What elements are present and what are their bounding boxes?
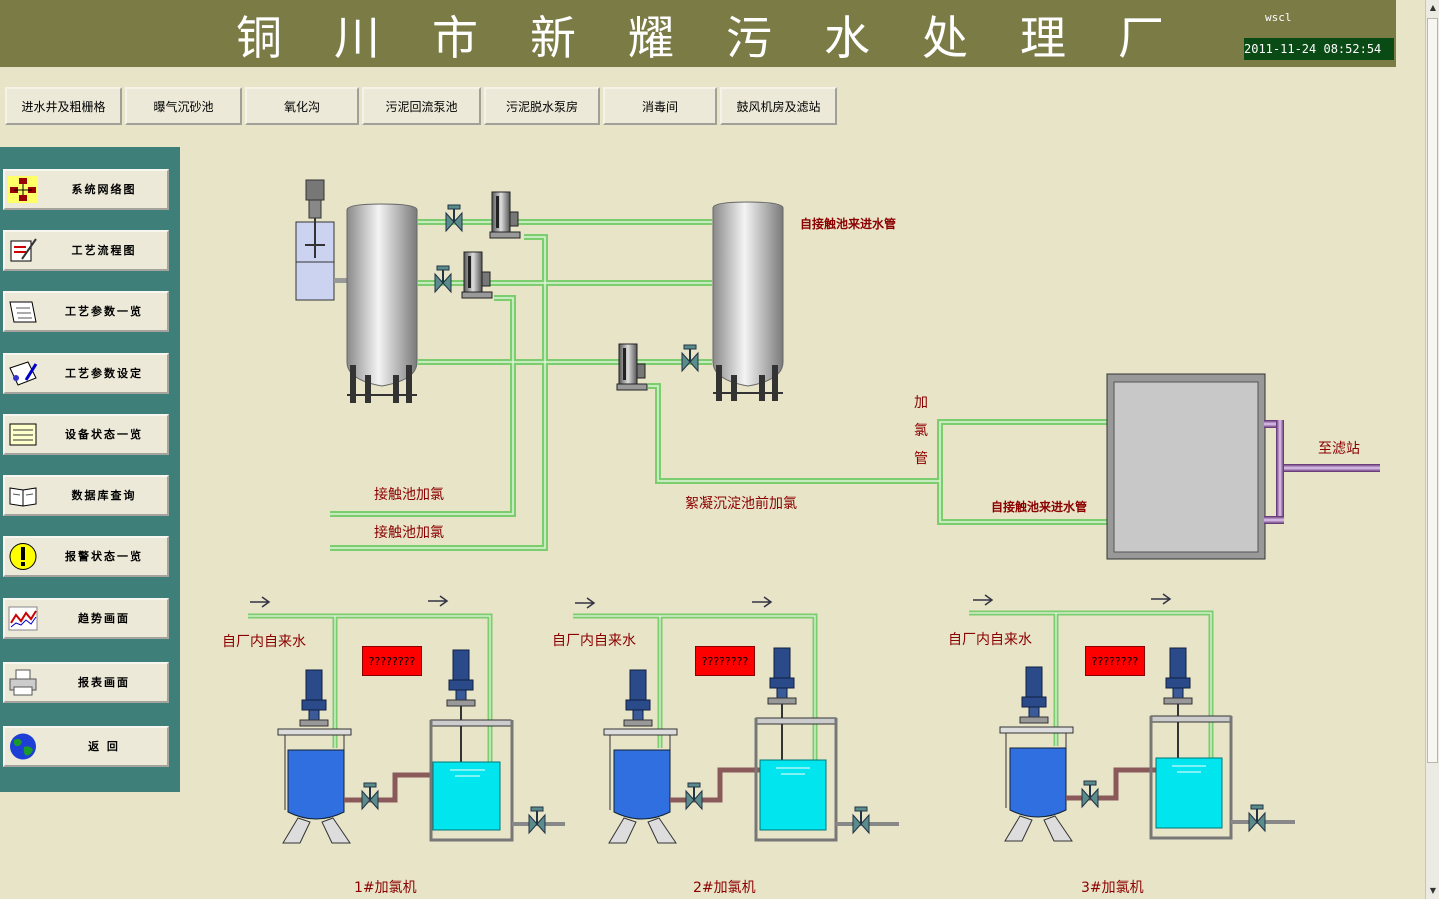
scroll-down-icon[interactable]: ▼: [1429, 886, 1437, 895]
inlet-pipe-label-2: 自接触池来进水管: [991, 500, 1088, 514]
nav-aerated-grit[interactable]: 曝气沉砂池: [125, 87, 242, 125]
alarm-indicator-3[interactable]: ????????: [1085, 646, 1145, 676]
scroll-up-icon[interactable]: ▲: [1429, 3, 1437, 12]
network-icon: [8, 176, 38, 203]
plant-title: 铜川市新耀污水处理厂: [236, 11, 1216, 65]
globe-icon: [10, 733, 36, 760]
flow-arrows: [250, 593, 1172, 609]
database-book-icon: [9, 487, 37, 507]
sidebar-item-database[interactable]: 数据库查询: [3, 475, 169, 516]
vertical-scrollbar[interactable]: ▲ ▼: [1425, 0, 1439, 899]
chlorinator-name-1: 1#加氯机: [354, 880, 417, 896]
water-source-label-1: 自厂内自来水: [222, 634, 306, 650]
nav-oxidation-ditch[interactable]: 氧化沟: [245, 87, 359, 125]
sidebar-item-label: 报警状态一览: [65, 550, 143, 563]
water-source-label-3: 自厂内自来水: [948, 632, 1032, 648]
sidebar-item-label: 工艺参数一览: [65, 305, 143, 318]
sidebar-item-label: 工艺参数设定: [65, 367, 143, 380]
chlorination-pipe-char-1: 加: [914, 395, 928, 411]
nav-disinfection[interactable]: 消毒间: [603, 87, 717, 125]
chlorination-pipe-char-2: 氯: [914, 423, 928, 439]
sidebar-item-label: 设备状态一览: [65, 428, 143, 441]
sidebar-item-label: 系统网络图: [71, 183, 137, 196]
sidebar-item-flowchart[interactable]: 工艺流程图: [3, 230, 169, 271]
user-name: wscl: [1265, 11, 1292, 24]
alarm-exclamation-icon: [9, 543, 37, 570]
trend-chart-icon: [8, 606, 38, 631]
device-status-icon: [9, 423, 37, 446]
alarm-indicator-2[interactable]: ????????: [695, 646, 755, 676]
to-filter-station-label: 至滤站: [1318, 441, 1360, 457]
chlorinator-name-2: 2#加氯机: [693, 880, 756, 896]
alarm-indicator-1[interactable]: ????????: [362, 646, 422, 676]
inlet-pipe-label: 自接触池来进水管: [800, 217, 897, 231]
sidebar-item-label: 工艺流程图: [71, 244, 137, 257]
sidebar-item-network[interactable]: 系统网络图: [3, 169, 169, 210]
scroll-thumb[interactable]: [1427, 18, 1438, 763]
param-set-icon: [9, 361, 38, 386]
sidebar-item-label: 趋势画面: [78, 612, 130, 625]
storage-tank-1: [346, 203, 418, 403]
sidebar-item-param-set[interactable]: 工艺参数设定: [3, 353, 169, 394]
dosing-mixer: [295, 179, 348, 301]
water-source-label-2: 自厂内自来水: [552, 633, 636, 649]
param-list-icon: [9, 301, 37, 323]
storage-tank-2: [712, 201, 784, 401]
printer-icon: [9, 669, 37, 696]
nav-sludge-return[interactable]: 污泥回流泵池: [362, 87, 481, 125]
contact-chlorination-label-2: 接触池加氯: [374, 525, 444, 541]
sidebar-item-label: 返 回: [88, 740, 120, 753]
sidebar-item-param-list[interactable]: 工艺参数一览: [3, 291, 169, 332]
nav-inlet-well[interactable]: 进水井及粗栅格: [5, 87, 122, 125]
chlorinator-name-3: 3#加氯机: [1081, 880, 1144, 896]
sidebar-item-return[interactable]: 返 回: [3, 726, 169, 767]
chlorinator-2: [603, 647, 899, 844]
title-bar: 铜川市新耀污水处理厂 wscl 2011-11-24 08:52:54: [0, 0, 1396, 67]
flowchart-icon: [10, 238, 37, 262]
sidebar-item-trend[interactable]: 趋势画面: [3, 598, 169, 639]
sidebar-item-label: 数据库查询: [71, 489, 137, 502]
sidebar-item-label: 报表画面: [78, 676, 130, 689]
sidebar-item-alarm[interactable]: 报警状态一览: [3, 536, 169, 577]
sidebar: 系统网络图 工艺流程图 工艺参数一览 工艺参数设定 设备状态一览 数据库查询 报…: [0, 147, 180, 792]
contact-tank: [1106, 373, 1380, 560]
chlorinator-1: [277, 649, 565, 844]
chlorination-pipe-char-3: 管: [914, 451, 928, 467]
nav-sludge-dewatering[interactable]: 污泥脱水泵房: [484, 87, 600, 125]
datetime-display: 2011-11-24 08:52:54: [1244, 38, 1394, 60]
floc-chlorination-label: 絮凝沉淀池前加氯: [685, 496, 797, 512]
nav-blower-filter[interactable]: 鼓风机房及滤站: [720, 87, 837, 125]
chlorinator-3: [999, 647, 1295, 842]
sidebar-item-report[interactable]: 报表画面: [3, 662, 169, 703]
contact-chlorination-label-1: 接触池加氯: [374, 487, 444, 503]
sidebar-item-device-status[interactable]: 设备状态一览: [3, 414, 169, 455]
